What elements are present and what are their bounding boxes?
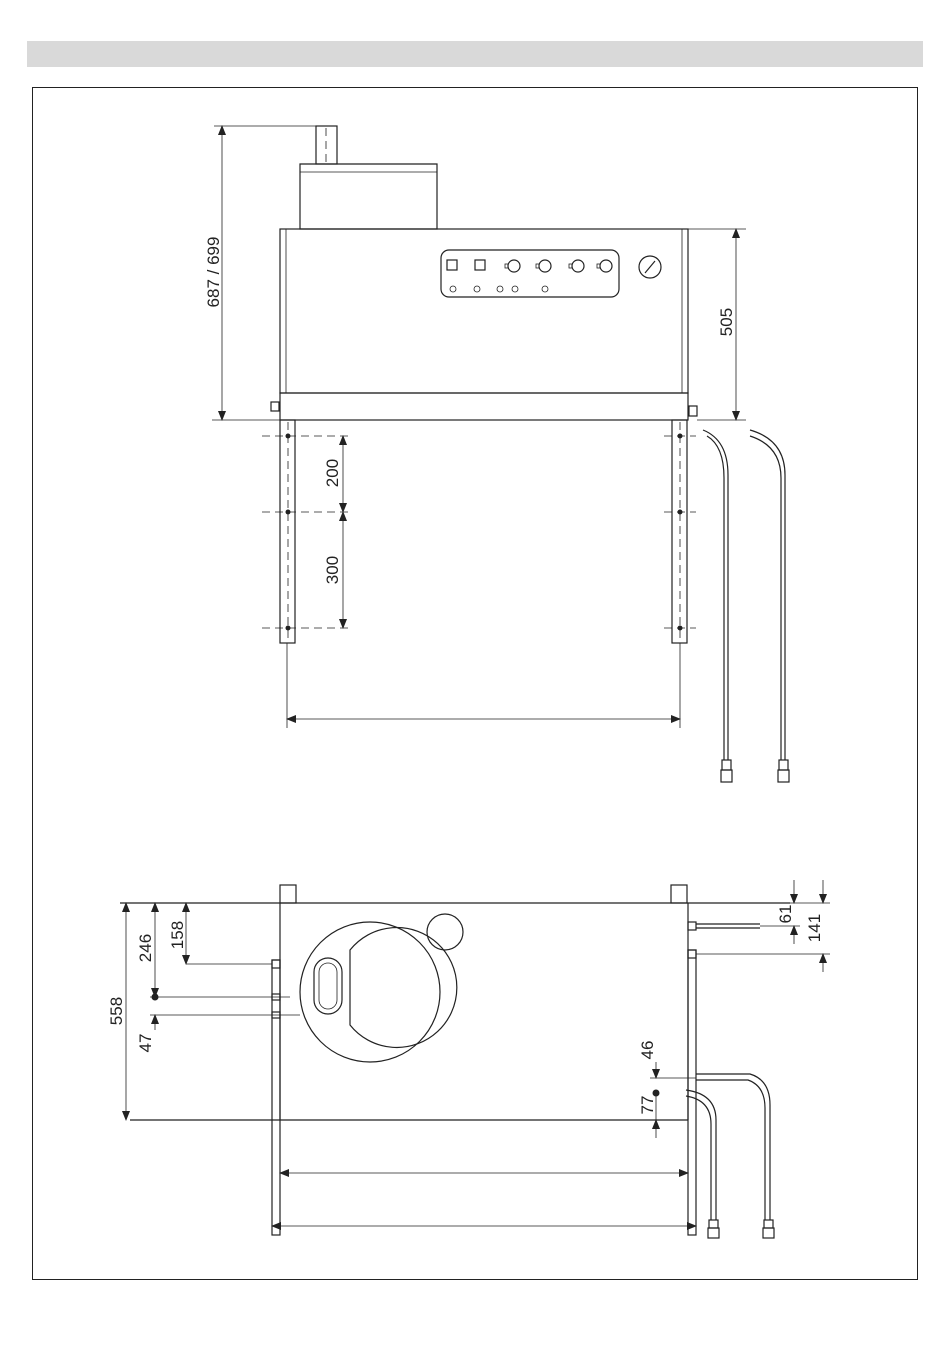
dim-77: 77 — [638, 1096, 657, 1115]
dim-61: 61 — [776, 905, 795, 924]
dim-141: 141 — [805, 914, 824, 942]
indicator-lamp-icon — [474, 286, 480, 292]
hoses — [703, 430, 789, 782]
top-view: 558 246 158 47 61 141 46 77 — [107, 880, 830, 1238]
dim-47: 47 — [136, 1034, 155, 1053]
top-right-bracket — [688, 950, 696, 1235]
switch-square-icon — [475, 260, 485, 270]
chimney — [316, 126, 337, 164]
dim-46: 46 — [638, 1041, 657, 1060]
dim-total-height: 687 / 699 — [204, 237, 223, 308]
dim-body-height: 505 — [717, 308, 736, 336]
knob-icon — [539, 260, 551, 272]
indicator-lamp-icon — [512, 286, 518, 292]
base-plate — [280, 393, 688, 420]
dim-upper-spacing: 200 — [323, 459, 342, 487]
chimney-outlet — [427, 914, 463, 950]
indicator-lamp-icon — [497, 286, 503, 292]
front-view: 687 / 699 505 200 300 — [204, 126, 789, 782]
knob-icon — [508, 260, 520, 272]
indicator-lamp-icon — [450, 286, 456, 292]
main-body — [280, 229, 688, 393]
control-panel — [441, 250, 619, 297]
burner-housing — [300, 164, 437, 229]
dim-246: 246 — [136, 934, 155, 962]
right-bracket — [672, 420, 687, 643]
top-hoses — [650, 1074, 774, 1238]
burner-opening — [350, 928, 457, 1048]
knob-icon — [572, 260, 584, 272]
indicator-lamp-icon — [542, 286, 548, 292]
dim-lower-spacing: 300 — [323, 556, 342, 584]
top-left-bracket — [272, 960, 280, 1235]
dim-158: 158 — [168, 921, 187, 949]
knob-icon — [600, 260, 612, 272]
switch-square-icon — [447, 260, 457, 270]
inspection-slot — [314, 958, 342, 1014]
dim-558: 558 — [107, 997, 126, 1025]
left-bracket — [280, 420, 295, 643]
